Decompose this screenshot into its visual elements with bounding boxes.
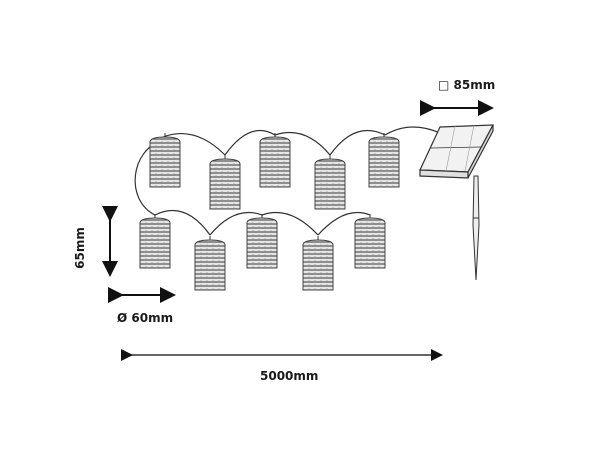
ground-stake	[472, 175, 480, 281]
lantern-height-label: 65mm	[73, 227, 87, 269]
lantern	[368, 132, 400, 188]
lantern	[139, 213, 171, 269]
lantern	[209, 154, 241, 210]
panel-size-label: □ 85mm	[438, 78, 496, 92]
lantern-diameter-label: Ø 60mm	[117, 311, 174, 325]
lantern	[302, 235, 334, 291]
lantern	[194, 235, 226, 291]
lanterns-lower-row	[139, 213, 386, 291]
lantern	[149, 132, 181, 188]
lanterns-upper-row	[149, 132, 400, 210]
cable	[134, 126, 441, 236]
lantern	[246, 213, 278, 269]
lantern	[354, 213, 386, 269]
lantern	[259, 132, 291, 188]
solar-panel	[419, 124, 495, 179]
lantern	[314, 154, 346, 210]
total-length-label: 5000mm	[260, 369, 319, 383]
